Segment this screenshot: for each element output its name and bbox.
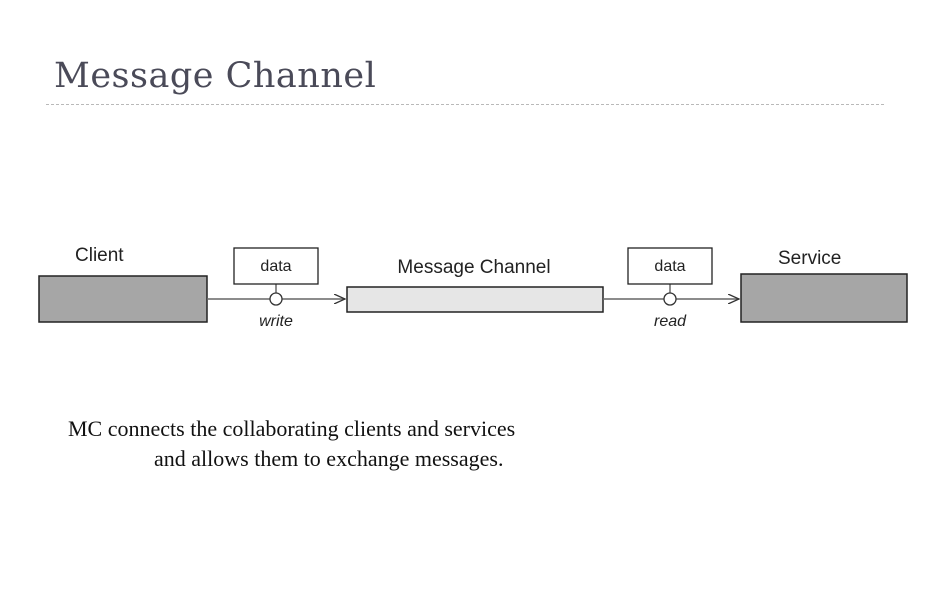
write-data-label: data <box>260 258 291 275</box>
client-label: Client <box>75 245 124 266</box>
caption-line-2: and allows them to exchange messages. <box>154 446 504 471</box>
title-divider <box>46 104 884 105</box>
read-label: read <box>654 313 687 330</box>
read-port-icon <box>663 292 677 306</box>
caption: MC connects the collaborating clients an… <box>68 414 588 474</box>
slide-title: Message Channel <box>54 56 377 96</box>
channel-pipe <box>346 286 604 313</box>
write-label: write <box>259 313 293 330</box>
client-box <box>38 275 208 323</box>
service-box <box>740 273 908 323</box>
caption-line-1: MC connects the collaborating clients an… <box>68 416 516 441</box>
write-data-box <box>233 247 319 285</box>
read-data-box <box>627 247 713 285</box>
service-label: Service <box>778 248 841 269</box>
read-data-label: data <box>654 258 685 275</box>
channel-label: Message Channel <box>397 257 550 278</box>
write-port-icon <box>269 292 283 306</box>
